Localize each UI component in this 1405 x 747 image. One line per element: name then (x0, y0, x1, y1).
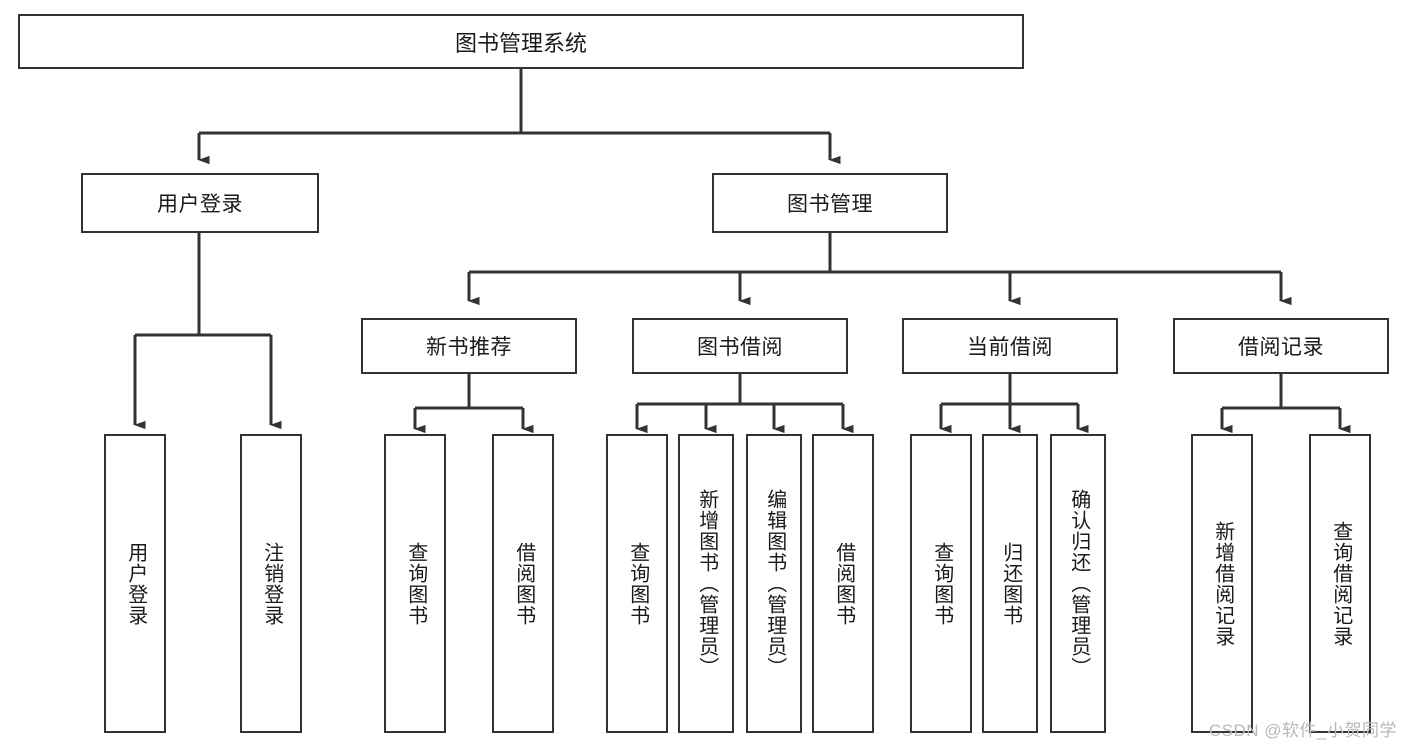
leaf-user-login[interactable]: 用户登录 (104, 434, 166, 733)
node-label: 查询图书 (930, 541, 953, 626)
node-label: 查询借阅记录 (1329, 520, 1352, 647)
node-new-book-recommend[interactable]: 新书推荐 (361, 318, 577, 374)
node-label: 用户登录 (124, 541, 147, 626)
leaf-return-book[interactable]: 归还图书 (982, 434, 1038, 733)
leaf-logout[interactable]: 注销登录 (240, 434, 302, 733)
node-label: 归还图书 (999, 541, 1022, 626)
node-label: 新增图书（管理员） (695, 489, 718, 678)
leaf-query-borrow-record[interactable]: 查询借阅记录 (1309, 434, 1371, 733)
node-book-borrow[interactable]: 图书借阅 (632, 318, 848, 374)
leaf-confirm-return-admin[interactable]: 确认归还（管理员） (1050, 434, 1106, 733)
leaf-add-borrow-record[interactable]: 新增借阅记录 (1191, 434, 1253, 733)
node-book-management[interactable]: 图书管理 (712, 173, 948, 233)
node-label: 借阅记录 (1238, 336, 1324, 359)
node-label: 图书管理 (787, 193, 873, 216)
node-label: 新增借阅记录 (1211, 520, 1234, 647)
leaf-edit-book-admin[interactable]: 编辑图书（管理员） (746, 434, 802, 733)
node-label: 当前借阅 (967, 336, 1053, 359)
node-label: 借阅图书 (832, 541, 855, 626)
node-label: 新书推荐 (426, 336, 512, 359)
leaf-query-book-recommend[interactable]: 查询图书 (384, 434, 446, 733)
node-label: 图书借阅 (697, 336, 783, 359)
leaf-query-book-current[interactable]: 查询图书 (910, 434, 972, 733)
node-label: 借阅图书 (512, 541, 535, 626)
leaf-query-book-borrow[interactable]: 查询图书 (606, 434, 668, 733)
node-label: 确认归还（管理员） (1067, 489, 1090, 678)
node-current-borrow[interactable]: 当前借阅 (902, 318, 1118, 374)
node-label: 查询图书 (626, 541, 649, 626)
node-borrow-record[interactable]: 借阅记录 (1173, 318, 1389, 374)
node-root-system[interactable]: 图书管理系统 (18, 14, 1024, 69)
leaf-borrow-book[interactable]: 借阅图书 (812, 434, 874, 733)
node-label: 图书管理系统 (454, 30, 587, 56)
node-label: 用户登录 (157, 193, 243, 216)
node-label: 编辑图书（管理员） (763, 489, 786, 678)
node-user-login[interactable]: 用户登录 (81, 173, 319, 233)
node-label: 查询图书 (404, 541, 427, 626)
leaf-add-book-admin[interactable]: 新增图书（管理员） (678, 434, 734, 733)
leaf-borrow-book-recommend[interactable]: 借阅图书 (492, 434, 554, 733)
watermark-text: CSDN @软件_小贺同学 (1208, 721, 1397, 740)
node-label: 注销登录 (260, 541, 283, 626)
